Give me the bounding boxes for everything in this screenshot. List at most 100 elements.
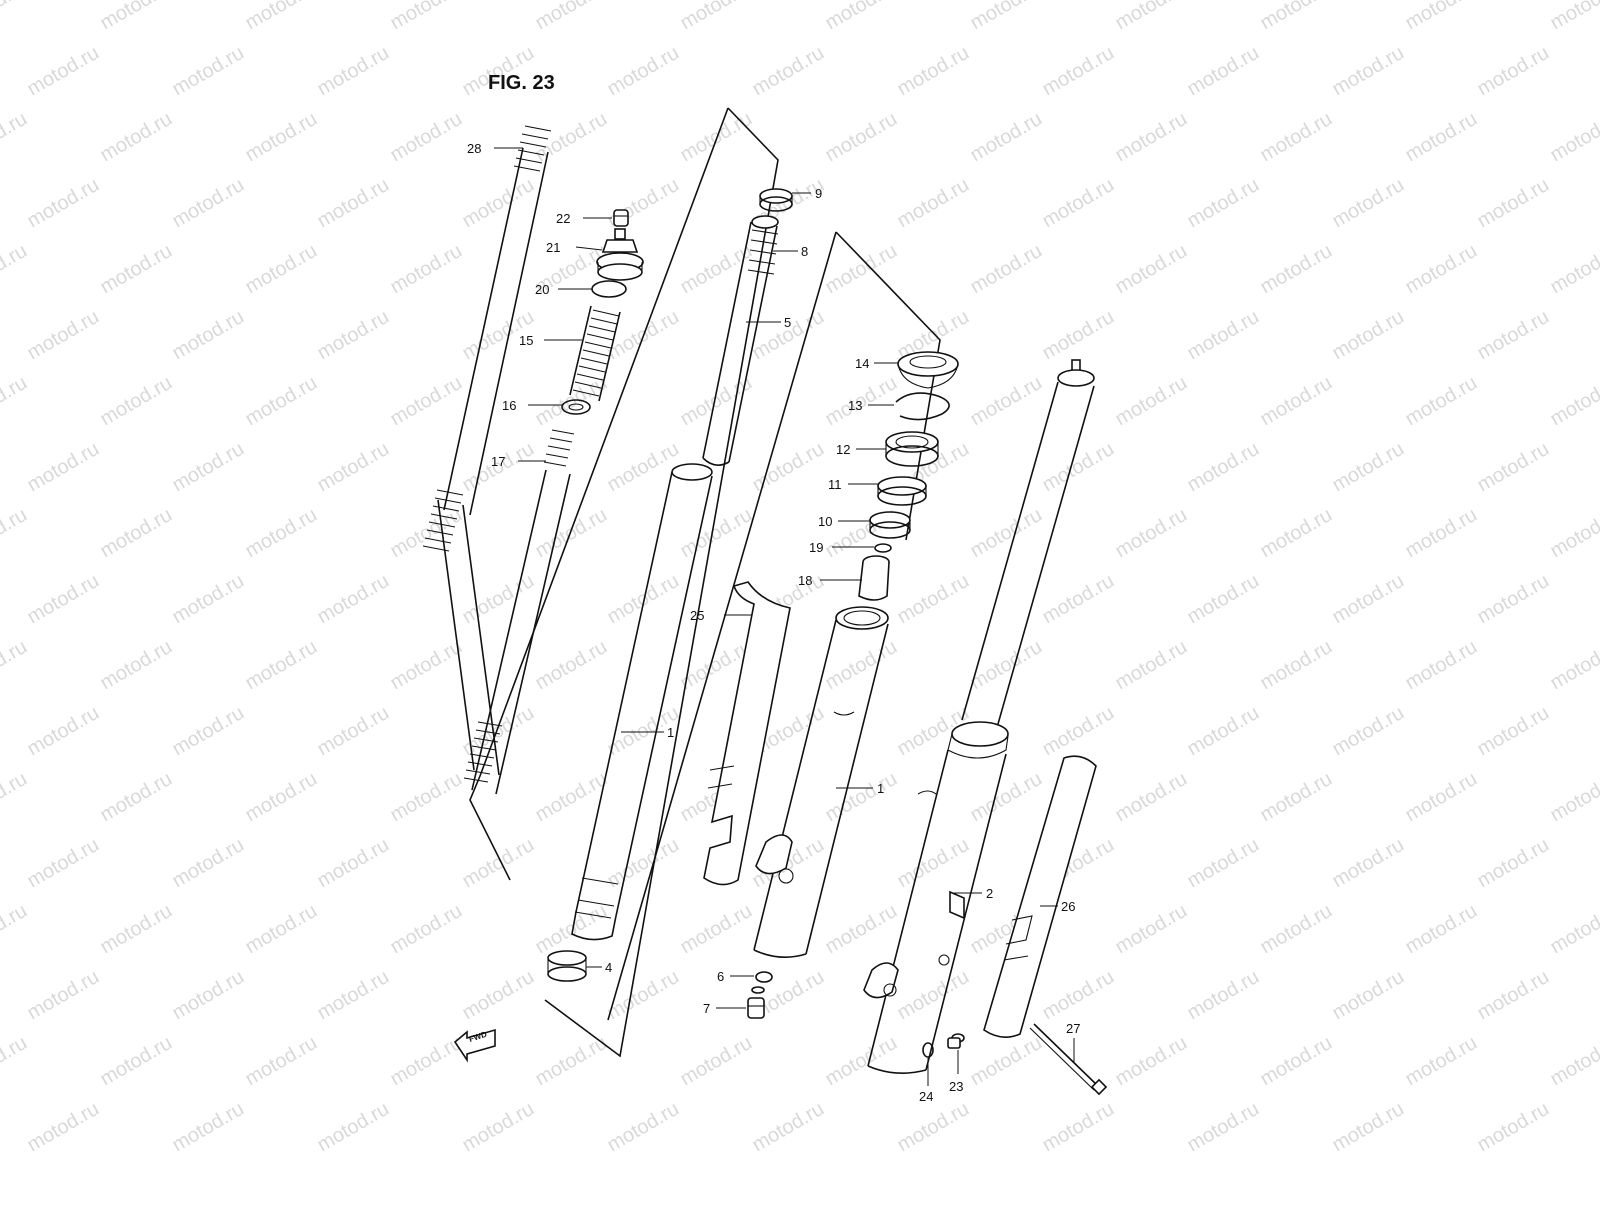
watermark-text: motod.ru — [1112, 1032, 1191, 1091]
watermark-text: motod.ru — [894, 1098, 973, 1157]
watermark-text: motod.ru — [387, 636, 466, 695]
forward-direction-arrow: FWD — [455, 1030, 495, 1060]
watermark-text: motod.ru — [1329, 438, 1408, 497]
watermark-text: motod.ru — [1184, 570, 1263, 629]
watermark-text: motod.ru — [822, 1032, 901, 1091]
watermark-text: motod.ru — [387, 768, 466, 827]
watermark-text: motod.ru — [1474, 174, 1553, 233]
watermark-text: motod.ru — [0, 1032, 31, 1091]
watermark-text: motod.ru — [459, 570, 538, 629]
callout-26: 26 — [1061, 899, 1075, 914]
watermark-text: motod.ru — [1184, 1098, 1263, 1157]
watermark-text: motod.ru — [1402, 636, 1481, 695]
callout-12: 12 — [836, 442, 850, 457]
watermark-text: motod.ru — [24, 174, 103, 233]
watermark-text: motod.ru — [1184, 834, 1263, 893]
callout-4: 4 — [605, 960, 612, 975]
watermark-text: motod.ru — [1039, 42, 1118, 101]
watermark-text: motod.ru — [1112, 768, 1191, 827]
callout-6: 6 — [717, 969, 724, 984]
watermark-text: motod.ru — [169, 570, 248, 629]
watermark-text: motod.ru — [242, 768, 321, 827]
watermark-text: motod.ru — [459, 966, 538, 1025]
callout-8: 8 — [801, 244, 808, 259]
watermark-text: motod.ru — [1329, 174, 1408, 233]
watermark-text: motod.ru — [242, 1032, 321, 1091]
watermark-text: motod.ru — [1112, 0, 1191, 34]
watermark-text: motod.ru — [24, 42, 103, 101]
watermark-text: motod.ru — [314, 702, 393, 761]
watermark-text: motod.ru — [749, 42, 828, 101]
watermark-text: motod.ru — [24, 834, 103, 893]
watermark-text: motod.ru — [894, 174, 973, 233]
watermark-text: motod.ru — [387, 372, 466, 431]
watermark-text: motod.ru — [532, 504, 611, 563]
watermark-text: motod.ru — [1184, 702, 1263, 761]
watermark-text: motod.ru — [169, 174, 248, 233]
watermark-text: motod.ru — [1329, 834, 1408, 893]
watermark-text: motod.ru — [967, 108, 1046, 167]
watermark-text: motod.ru — [677, 900, 756, 959]
watermark-text: motod.ru — [387, 108, 466, 167]
watermark-text: motod.ru — [0, 768, 31, 827]
callout-11: 11 — [828, 477, 842, 492]
watermark-text: motod.ru — [1402, 504, 1481, 563]
watermark-text: motod.ru — [97, 1032, 176, 1091]
watermark-text: motod.ru — [1184, 438, 1263, 497]
watermark-text: motod.ru — [242, 372, 321, 431]
watermark-text: motod.ru — [1402, 240, 1481, 299]
watermark-text: motod.ru — [169, 438, 248, 497]
watermark-text: motod.ru — [1257, 1032, 1336, 1091]
watermark-text: motod.ru — [967, 240, 1046, 299]
watermark-text: motod.ru — [822, 0, 901, 34]
watermark-text: motod.ru — [97, 636, 176, 695]
part-11-oil-seal-retainer — [878, 477, 926, 505]
watermark-text: motod.ru — [677, 108, 756, 167]
part-20-o-ring — [592, 281, 626, 297]
watermark-text: motod.ru — [1547, 240, 1600, 299]
watermark-text: motod.ru — [1257, 372, 1336, 431]
watermark-text: motod.ru — [242, 900, 321, 959]
watermark-text: motod.ru — [604, 570, 683, 629]
watermark-text: motod.ru — [242, 240, 321, 299]
watermark-text: motod.ru — [1402, 108, 1481, 167]
callout-13: 13 — [848, 398, 862, 413]
callout-5: 5 — [784, 315, 791, 330]
watermark-text: motod.ru — [532, 900, 611, 959]
watermark-text: motod.ru — [1474, 702, 1553, 761]
watermark-text: motod.ru — [314, 1098, 393, 1157]
watermark-text: motod.ru — [0, 900, 31, 959]
watermark-text: motod.ru — [749, 1098, 828, 1157]
callout-23: 23 — [949, 1079, 963, 1094]
watermark-text: motod.ru — [1329, 966, 1408, 1025]
callout-24: 24 — [919, 1089, 933, 1104]
watermark-text: motod.ru — [387, 240, 466, 299]
watermark-text: motod.ru — [97, 240, 176, 299]
watermark-text: motod.ru — [604, 438, 683, 497]
watermark-text: motod.ru — [169, 966, 248, 1025]
watermark-text: motod.ru — [532, 636, 611, 695]
watermark-text: motod.ru — [1112, 240, 1191, 299]
watermark-text: motod.ru — [1402, 1032, 1481, 1091]
callout-28: 28 — [467, 141, 481, 156]
part-4-slide-bushing — [548, 951, 586, 981]
watermark-text: motod.ru — [387, 504, 466, 563]
watermark-text: motod.ru — [1257, 768, 1336, 827]
watermark-text: motod.ru — [97, 372, 176, 431]
watermark-text: motod.ru — [387, 0, 466, 34]
watermark-text: motod.ru — [1474, 306, 1553, 365]
watermark-text: motod.ru — [822, 636, 901, 695]
watermark-text: motod.ru — [1402, 768, 1481, 827]
watermark-text: motod.ru — [169, 306, 248, 365]
callout-20: 20 — [535, 282, 549, 297]
watermark-text: motod.ru — [97, 768, 176, 827]
watermark-text: motod.ru — [314, 570, 393, 629]
part-22-valve-cap — [614, 210, 628, 226]
part-13-stopper-ring — [896, 393, 949, 419]
watermark-text: motod.ru — [1039, 306, 1118, 365]
watermark-text: motod.ru — [532, 768, 611, 827]
watermark-text: motod.ru — [0, 0, 31, 34]
watermark-text: motod.ru — [1039, 702, 1118, 761]
watermark-text: motod.ru — [169, 1098, 248, 1157]
